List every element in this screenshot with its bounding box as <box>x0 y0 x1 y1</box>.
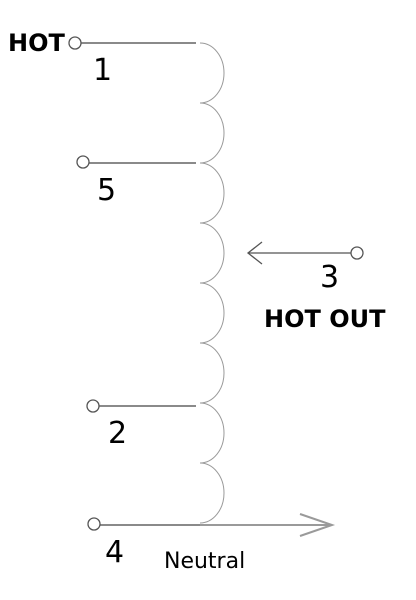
terminal-1-label: HOT <box>8 29 65 57</box>
coil-winding <box>199 42 225 524</box>
terminal-3-label: HOT OUT <box>264 305 386 333</box>
terminal-2-number: 2 <box>108 416 127 451</box>
terminal-4-number: 4 <box>105 535 124 570</box>
terminal-4: 4 Neutral <box>87 513 336 574</box>
terminal-2-circle <box>86 399 100 413</box>
terminal-1: 1 HOT <box>8 29 196 88</box>
terminal-5-number: 5 <box>97 173 116 208</box>
terminal-1-number: 1 <box>93 53 112 88</box>
terminal-4-circle <box>87 517 101 531</box>
wiper-arrowhead <box>246 241 263 265</box>
terminal-3: 3 HOT OUT <box>246 241 386 333</box>
terminal-3-number: 3 <box>320 260 339 295</box>
terminal-4-label: Neutral <box>164 549 245 574</box>
neutral-arrowhead <box>299 513 336 537</box>
terminal-5-circle <box>76 155 90 169</box>
terminal-2: 2 <box>86 399 196 451</box>
terminal-1-circle <box>68 36 82 50</box>
terminal-5: 5 <box>76 155 196 208</box>
terminal-3-circle <box>350 246 364 260</box>
